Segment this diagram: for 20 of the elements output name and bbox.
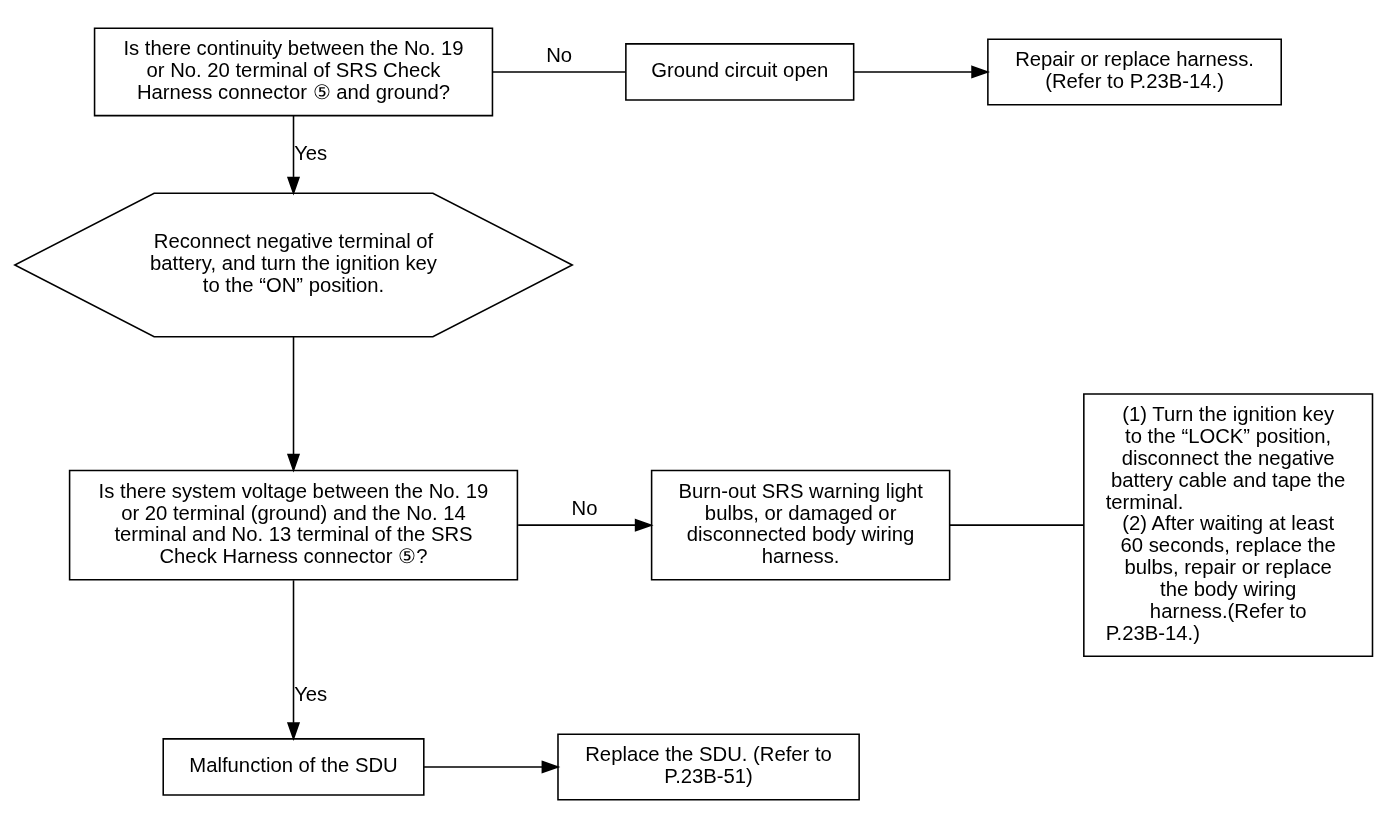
connector bbox=[948, 524, 1085, 526]
node-box: Ground circuit open bbox=[625, 43, 855, 101]
arrow bbox=[286, 114, 301, 196]
node-box: Repair or replace harness. (Refer to P.23B-14.) bbox=[987, 38, 1282, 106]
arrow bbox=[853, 65, 990, 79]
node-box: Is there system voltage between the No. 19 or 20 terminal (ground) and the No. 14 terminal and No. 13 terminal of the SRS Check Harness connector ⑤? bbox=[68, 469, 519, 581]
arrow bbox=[286, 336, 301, 473]
edge-label: Yes bbox=[294, 141, 328, 164]
node-box: Burn-out SRS warning light bulbs, or damaged or disconnected body wiring harness. bbox=[650, 469, 951, 581]
arrow bbox=[423, 760, 561, 774]
connector bbox=[491, 71, 627, 73]
edge-label: No bbox=[571, 496, 598, 519]
node-box: Malfunction of the SDU bbox=[162, 738, 425, 796]
edge-label: No bbox=[546, 43, 573, 66]
node-box: (1) Turn the ignition key to the “LOCK” position, disconnect the negative battery cable and tape the terminal. (2) After waiting at least 60 seconds, replace the bulbs, repair or replace the body wiring harness.(Refer to P.23B-14.) bbox=[1083, 393, 1374, 657]
edge-label: Yes bbox=[294, 682, 328, 705]
arrow bbox=[517, 518, 654, 532]
arrow bbox=[286, 579, 301, 741]
node-box: Is there continuity between the No. 19 or No. 20 terminal of SRS Check Harness connector ⑤ and ground? bbox=[93, 27, 494, 117]
node-box: Replace the SDU. (Refer to P.23B-51) bbox=[557, 733, 860, 801]
